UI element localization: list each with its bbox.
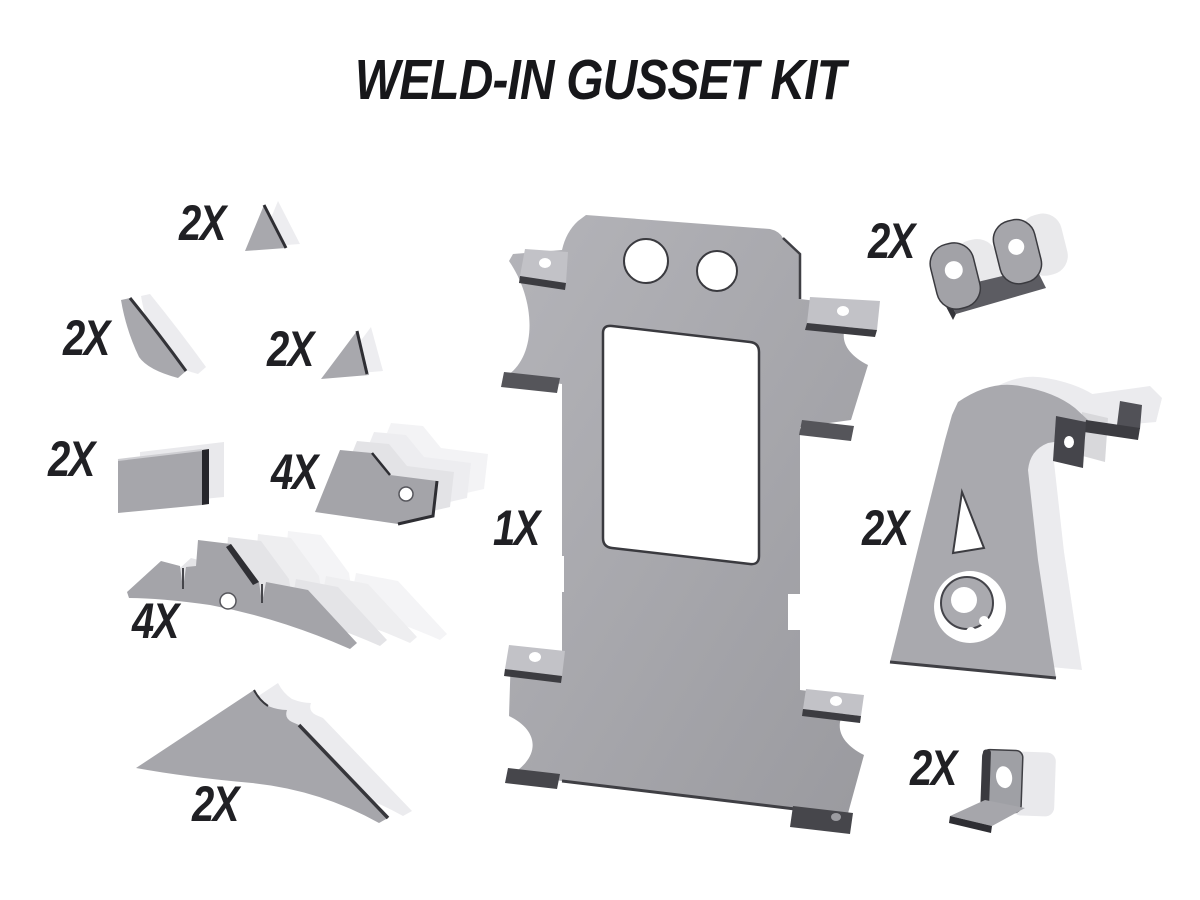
qty-label: 2X: [267, 321, 314, 377]
rectangular-plate-icon: [117, 442, 224, 513]
small-triangle-gusset-icon: [245, 201, 300, 251]
qty-label: 4X: [132, 593, 179, 649]
qty-label: 2X: [179, 195, 226, 251]
qty-label: 2X: [48, 431, 95, 487]
page-title: WELD-IN GUSSET KIT: [354, 48, 846, 112]
curved-fin-gusset-icon: [121, 294, 206, 378]
qty-label: 2X: [910, 740, 957, 796]
qty-label: 1X: [493, 500, 540, 556]
qty-label: 2X: [63, 310, 110, 366]
triangle-gusset-icon: [321, 327, 383, 379]
notched-gusset-plate-icon: [315, 423, 488, 526]
long-frame-bracket-icon: [127, 531, 447, 649]
shock-mount-bracket-icon: [889, 376, 1162, 680]
l-bracket-icon: [949, 748, 1056, 833]
qty-label: 2X: [192, 776, 239, 832]
main-crossmember-plate-icon: [501, 215, 880, 834]
qty-label: 4X: [271, 444, 318, 500]
qty-label: 2X: [868, 213, 915, 269]
qty-label: 2X: [862, 500, 909, 556]
curved-frame-gusset-icon: [136, 683, 412, 823]
clevis-mount-bracket-icon: [929, 213, 1068, 320]
